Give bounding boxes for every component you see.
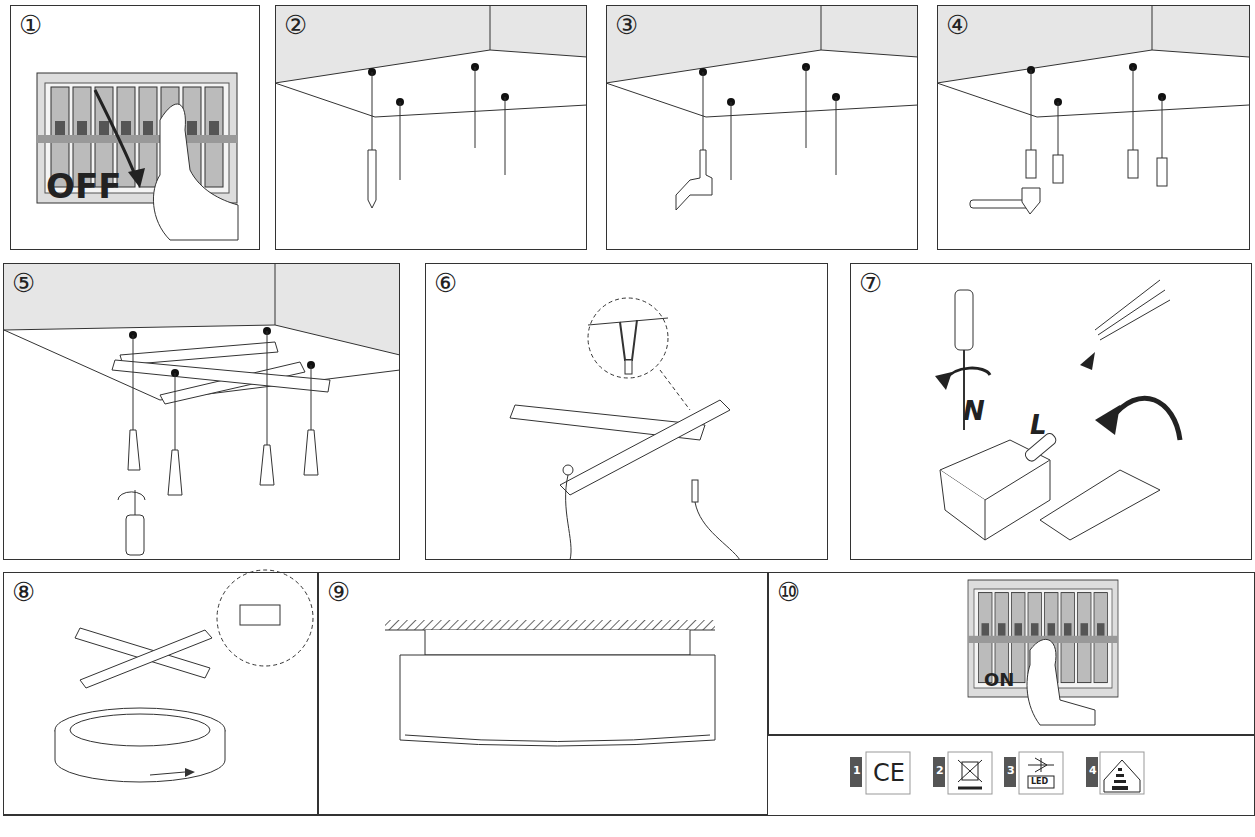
label: 3 [1007, 765, 1015, 776]
switch-state: ON [984, 671, 1014, 689]
label: 4 [1089, 765, 1097, 776]
step-panel: ⑨ [318, 572, 768, 815]
step-panel: ④ [937, 5, 1250, 250]
step-number: ⑤ [12, 270, 35, 296]
label: LED [1031, 778, 1048, 786]
step-panel: ① OFF [10, 5, 260, 250]
label: 2 [936, 765, 944, 776]
step-number: ⑩ [777, 579, 800, 605]
step-number: ③ [615, 12, 638, 38]
step-number: ⑨ [327, 579, 350, 605]
step-panel: ⑥ [425, 263, 828, 560]
label: N [963, 398, 985, 424]
step-number: ① [19, 12, 42, 38]
step-panel: ⑩ ON [768, 572, 1255, 735]
label: 1 [853, 765, 861, 776]
step-number: ④ [946, 12, 969, 38]
label: L [1030, 412, 1047, 438]
label: CE [873, 761, 905, 785]
step-panel: ② [275, 5, 587, 250]
step-panel: ⑤ [3, 263, 400, 560]
step-panel: ⑦ [850, 263, 1252, 560]
step-number: ⑧ [12, 579, 35, 605]
step-panel: ③ [606, 5, 918, 250]
step-number: ⑦ [859, 270, 882, 296]
step-number: ⑥ [434, 270, 457, 296]
step-panel: ⑧ [3, 572, 318, 815]
step-number: ② [284, 12, 307, 38]
switch-state: OFF [46, 169, 121, 203]
